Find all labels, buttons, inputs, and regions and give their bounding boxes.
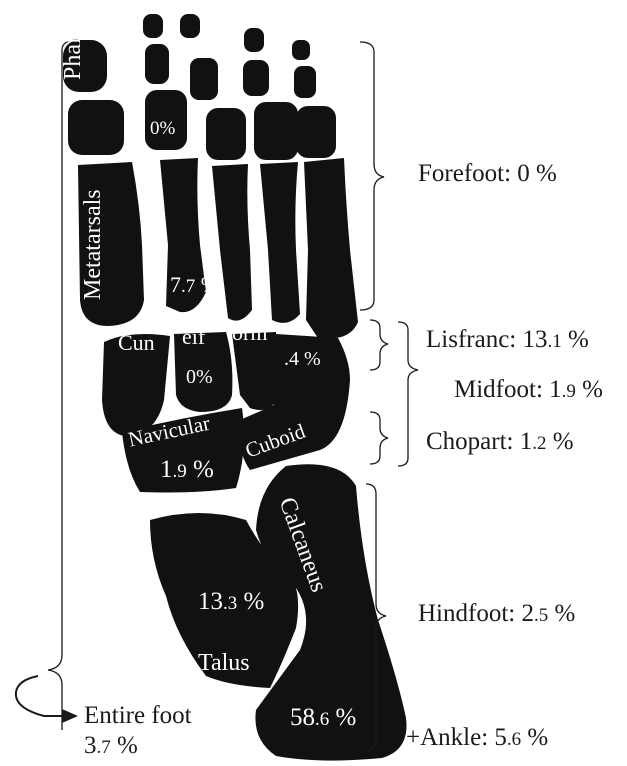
ankle-label-main: +Ankle: 5 [406,724,507,751]
cuneiform-value: 0% [186,366,213,389]
metatarsal-4 [260,162,300,323]
toe-3-distal-phalanx [180,14,200,38]
cuneiform-label-part-3: orm [232,320,267,346]
midfoot-label: Midfoot: 1.9 % [454,376,603,404]
chopart-bracket [370,412,388,464]
cuneiform-label-part-1: Cun [118,330,155,356]
big-toe-proximal-phalanx [68,100,124,155]
chopart-label: Chopart: 1.2 % [426,428,574,456]
navicular-value-main: 1 [160,456,173,483]
midfoot-label-small: .9 [562,381,576,402]
entire-foot-value-main: 3 [84,732,97,759]
cuneiform-label-part-2-text: eif [182,324,205,349]
forefoot-label: Forefoot: 0 % [418,160,557,188]
calcaneus-value-unit: % [329,704,356,731]
metatarsals-value-main: 7 [170,272,181,297]
toe-4-middle-phalanx [243,60,269,96]
entire-foot-value-small: .7 [97,737,111,758]
navicular-value-small: .9 [173,461,187,482]
hindfoot-label: Hindfoot: 2.5 % [418,600,575,628]
phalanges-label: Phalanges [60,0,87,80]
calcaneus-value: 58.6 % [290,704,356,732]
calcaneus-value-main: 58 [290,704,315,731]
toe-3-middle-phalanx [190,58,218,100]
phalanges-label-text: Phalanges [60,0,86,80]
hindfoot-label-main: Hindfoot: 2 [418,600,534,627]
midfoot-bracket [398,322,418,466]
talus-value-unit: % [237,588,264,615]
toe-4-distal-phalanx [244,28,264,52]
toe-4-proximal-phalanx [254,102,298,160]
metatarsals-value-small: .7 [181,276,195,297]
forefoot-label-text: Forefoot: 0 % [418,160,557,187]
hindfoot-label-small: .5 [534,605,548,626]
ankle-label-small: .6 [507,729,521,750]
calcaneus-value-small: .6 [315,709,329,730]
cuneiform-value-text: 0% [186,366,213,388]
hindfoot-label-unit: % [548,600,575,627]
talus-value-small: .3 [223,593,237,614]
metatarsal-5 [304,158,358,339]
toe-2-middle-phalanx [145,44,169,84]
lisfranc-label-unit: % [562,326,589,353]
entire-foot-value: 3.7 % [84,732,138,760]
phalanges-group [63,14,336,160]
midfoot-label-unit: % [576,376,603,403]
lisfranc-label-small: .1 [547,331,561,352]
talus-label-text: Talus [198,650,250,676]
toe-2-distal-phalanx [143,14,163,38]
midfoot-label-main: Midfoot: 1 [454,376,562,403]
metatarsals-group [78,158,358,339]
entire-foot-value-unit: % [111,732,138,759]
toe-3-proximal-phalanx [206,108,246,160]
metatarsals-label: Metatarsals [80,189,107,300]
entire-foot-arrow [16,676,78,723]
talus-value: 13.3 % [198,588,264,616]
lisfranc-label-main: Lisfranc: 13 [426,326,547,353]
toe-5-distal-phalanx [292,40,310,60]
ankle-label: +Ankle: 5.6 % [406,724,548,752]
entire-foot-label: Entire foot [84,702,192,730]
lisfranc-label: Lisfranc: 13.1 % [426,326,589,354]
chopart-label-unit: % [547,428,574,455]
metatarsals-value-unit: % [195,272,219,297]
cuneiform-label-part-1-text: Cun [118,330,155,355]
toe-5-proximal-phalanx [296,106,336,158]
talus-value-main: 13 [198,588,223,615]
lisfranc-bracket [370,320,388,370]
cuboid-value-text: .4 % [284,348,321,370]
navicular-value: 1.9 % [160,456,214,484]
forefoot-bracket [360,42,384,310]
navicular-value-unit: % [187,456,214,483]
chopart-label-main: Chopart: 1 [426,428,532,455]
phalanges-value-text: 0% [150,118,175,139]
entire-foot-label-text: Entire foot [84,702,192,729]
phalanges-value: 0% [150,118,175,140]
metatarsals-value: 7.7 % [170,272,219,298]
cuneiform-label-part-3-text: orm [232,320,267,345]
cuneiform-label-part-2: eif [182,324,205,350]
ankle-label-unit: % [521,724,548,751]
cuboid-value: .4 % [284,348,321,371]
talus-label: Talus [198,650,250,677]
chopart-label-small: .2 [532,433,546,454]
metatarsals-label-text: Metatarsals [80,189,106,300]
toe-5-middle-phalanx [294,66,316,98]
